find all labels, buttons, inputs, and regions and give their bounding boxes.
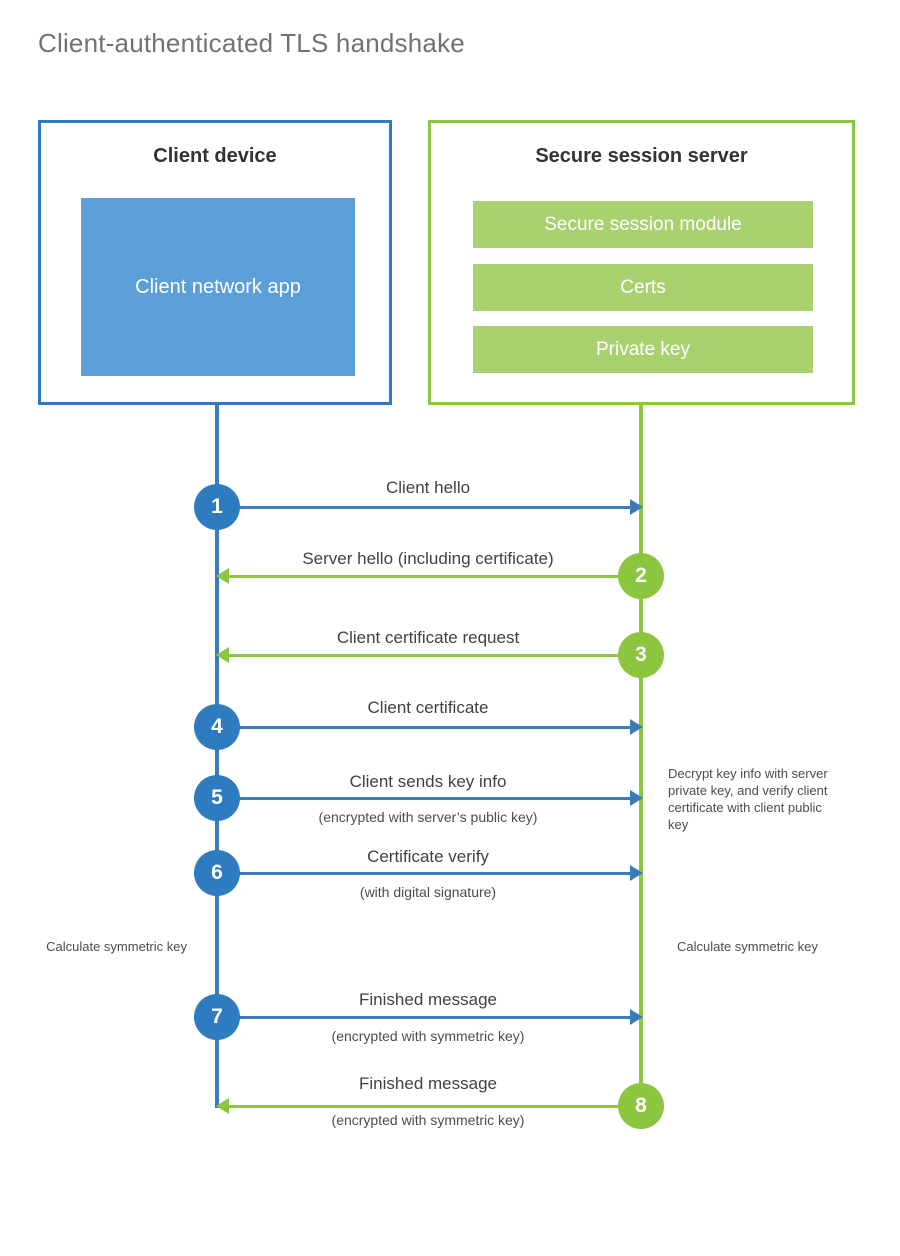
step-8-marker: 8 (618, 1083, 664, 1129)
page-title: Client-authenticated TLS handshake (38, 28, 465, 58)
step-6-arrow-head-right-icon (630, 865, 643, 881)
step-7-arrow-line (217, 1016, 632, 1019)
server-module-certs: Certs (473, 264, 813, 311)
server-decrypt-note: Decrypt key info with server private key… (668, 766, 828, 832)
server-calculate-symmetric-key-note: Calculate symmetric key (677, 939, 818, 954)
secure-session-server-box: Secure session server Secure session mod… (428, 120, 855, 405)
step-2-label: Server hello (including certificate) (302, 549, 554, 568)
step-6-label: Certificate verify (367, 847, 489, 866)
step-5-label: Client sends key info (349, 772, 507, 791)
server-module-secure-session-module: Secure session module (473, 201, 813, 248)
step-1-arrow-line (217, 506, 632, 509)
step-2-arrow-head-left-icon (216, 568, 229, 584)
client-network-app-label: Client network app (135, 276, 301, 298)
step-1-arrow-head-right-icon (630, 499, 643, 515)
step-1-label: Client hello (385, 478, 471, 497)
step-7-marker: 7 (194, 994, 240, 1040)
client-network-app-block: Client network app (81, 198, 355, 376)
step-6-arrow-line (217, 872, 632, 875)
step-4-label: Client certificate (367, 698, 489, 717)
step-7-sublabel: (encrypted with symmetric key) (331, 1028, 525, 1044)
step-1-marker: 1 (194, 484, 240, 530)
step-8-sublabel: (encrypted with symmetric key) (331, 1112, 525, 1128)
step-3-arrow-line (224, 654, 641, 657)
step-7-arrow-head-right-icon (630, 1009, 643, 1025)
client-calculate-symmetric-key-note: Calculate symmetric key (46, 939, 187, 954)
step-5-arrow-head-right-icon (630, 790, 643, 806)
step-3-arrow-head-left-icon (216, 647, 229, 663)
step-6-sublabel: (with digital signature) (359, 884, 497, 900)
server-lifeline (639, 405, 643, 1108)
step-5-marker: 5 (194, 775, 240, 821)
client-device-title: Client device (153, 145, 277, 167)
secure-session-server-title: Secure session server (535, 145, 748, 167)
client-lifeline (215, 405, 219, 1108)
step-7-label: Finished message (359, 990, 497, 1009)
step-4-arrow-line (217, 726, 632, 729)
step-6-marker: 6 (194, 850, 240, 896)
client-device-box: Client device Client network app (38, 120, 392, 405)
step-3-label: Client certificate request (336, 628, 520, 647)
step-5-sublabel: (encrypted with server’s public key) (318, 809, 538, 825)
step-4-marker: 4 (194, 704, 240, 750)
step-2-marker: 2 (618, 553, 664, 599)
server-module-private-key: Private key (473, 326, 813, 373)
step-5-arrow-line (217, 797, 632, 800)
step-8-label: Finished message (359, 1074, 497, 1093)
step-8-arrow-head-left-icon (216, 1098, 229, 1114)
step-2-arrow-line (224, 575, 641, 578)
step-4-arrow-head-right-icon (630, 719, 643, 735)
step-3-marker: 3 (618, 632, 664, 678)
step-8-arrow-line (224, 1105, 641, 1108)
